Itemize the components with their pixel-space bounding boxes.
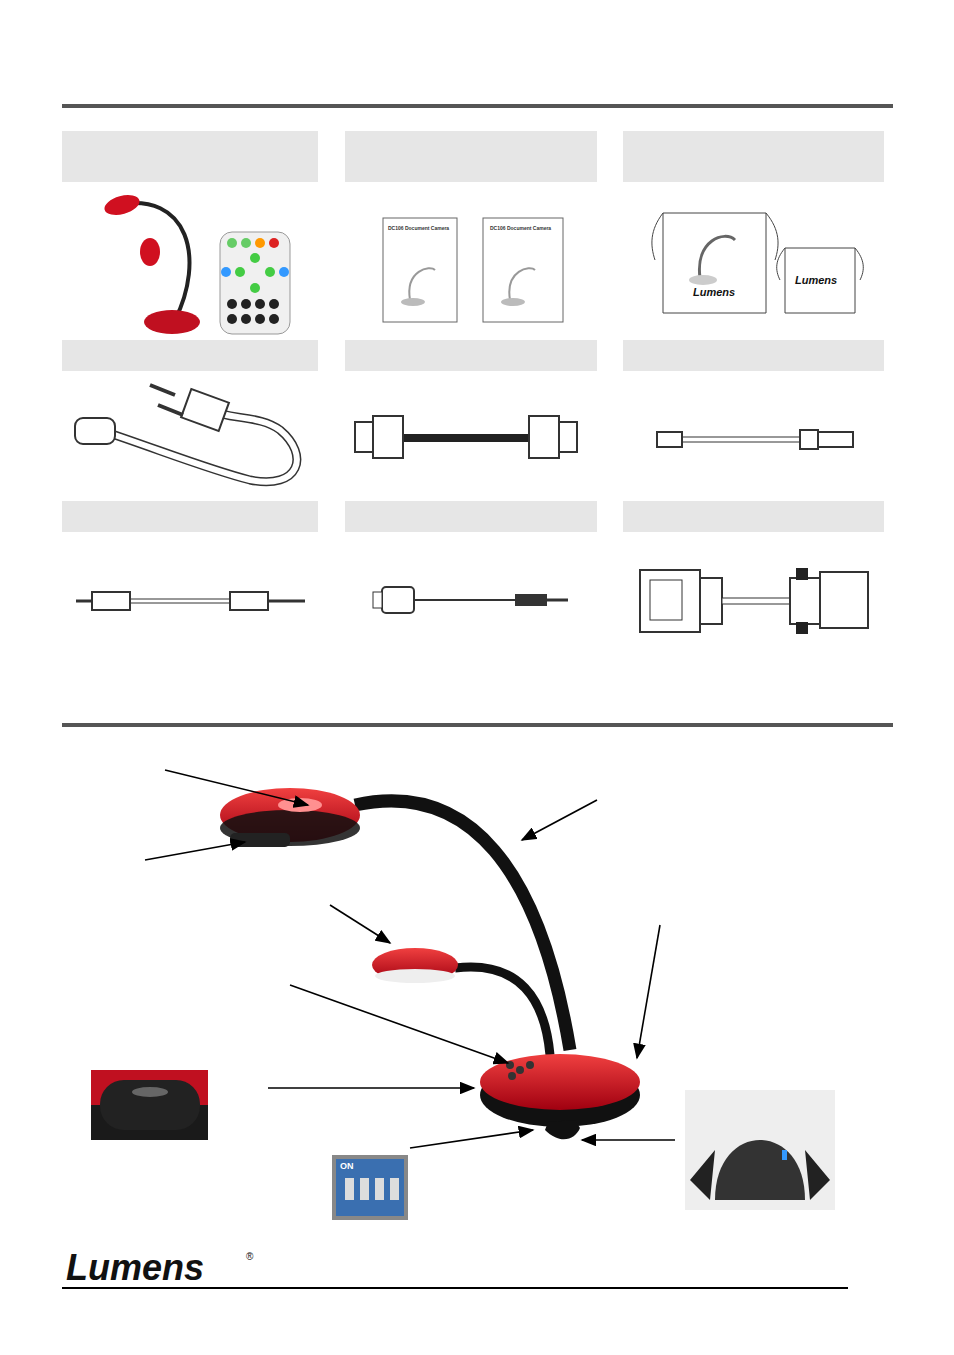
switch-label: ON: [340, 1162, 354, 1171]
bag-logo: Lumens: [693, 287, 735, 298]
brand-logo: Lumens: [66, 1250, 204, 1286]
manual-title: DC106 Document Camera: [490, 226, 551, 231]
bag-logo: Lumens: [795, 275, 837, 286]
manual-title: DC106 Document Camera: [388, 226, 449, 231]
registered-mark: ®: [246, 1252, 253, 1262]
